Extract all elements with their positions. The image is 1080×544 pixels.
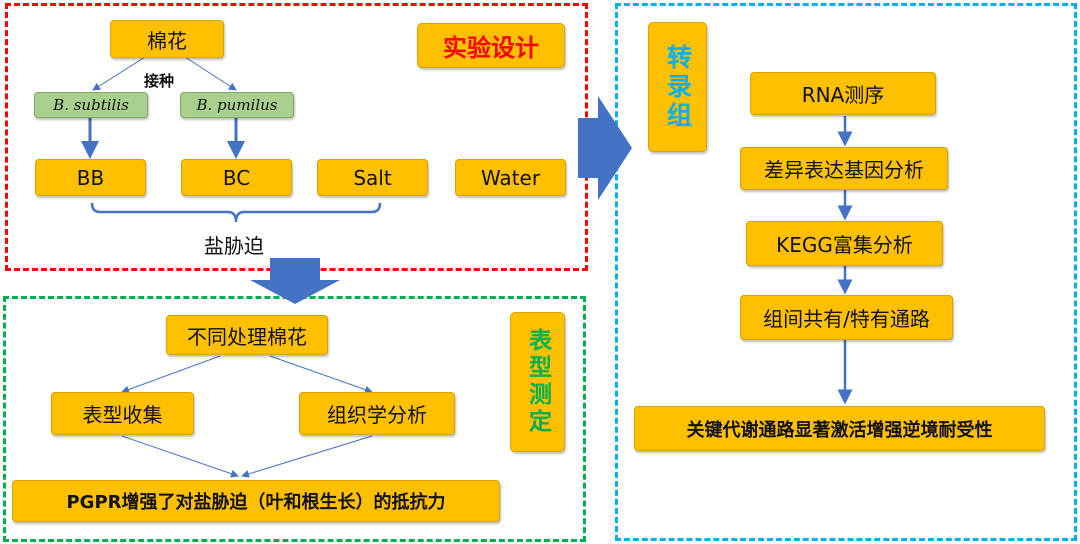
treated-cotton-box: 不同处理棉花	[166, 315, 328, 355]
arrow-collect-result	[121, 435, 239, 478]
big-arrow-right	[578, 96, 632, 200]
arrow-treated-collect	[121, 355, 221, 394]
group-water-box: Water	[455, 159, 566, 196]
stress-brace	[90, 202, 382, 223]
phenotype-title: 表型测定	[510, 312, 565, 452]
cotton-box: 棉花	[110, 20, 224, 58]
design-title: 实验设计	[417, 23, 565, 68]
strain-subtilis-box: B. subtilis	[34, 92, 148, 118]
transcriptome-title: 转录组	[648, 22, 707, 152]
transcriptome-frame	[615, 3, 1077, 541]
key-pathway-box: 关键代谢通路显著激活增强逆境耐受性	[634, 406, 1045, 451]
deg-analysis-box: 差异表达基因分析	[740, 147, 948, 190]
arrow-treated-analysis	[269, 355, 373, 394]
inoculate-label: 接种	[144, 72, 175, 90]
strain-pumilus-box: B. pumilus	[180, 92, 294, 118]
stress-label: 盐胁迫	[204, 234, 264, 258]
rna-seq-box: RNA测序	[750, 72, 936, 115]
group-bb-box: BB	[35, 159, 146, 196]
arrow-analysis-result	[241, 435, 373, 478]
kegg-box: KEGG富集分析	[746, 221, 943, 266]
pgpr-result-box: PGPR增强了对盐胁迫（叶和根生长）的抵抗力	[12, 480, 500, 522]
big-arrow-down	[250, 258, 340, 304]
pathway-box: 组间共有/特有通路	[740, 295, 953, 340]
group-salt-box: Salt	[317, 159, 428, 196]
arrow-cotton-subtilis	[92, 56, 146, 91]
arrow-cotton-pumilus	[184, 56, 237, 91]
histology-analysis-box: 组织学分析	[299, 392, 455, 435]
group-bc-box: BC	[181, 159, 292, 196]
phenotype-collect-box: 表型收集	[51, 392, 194, 435]
